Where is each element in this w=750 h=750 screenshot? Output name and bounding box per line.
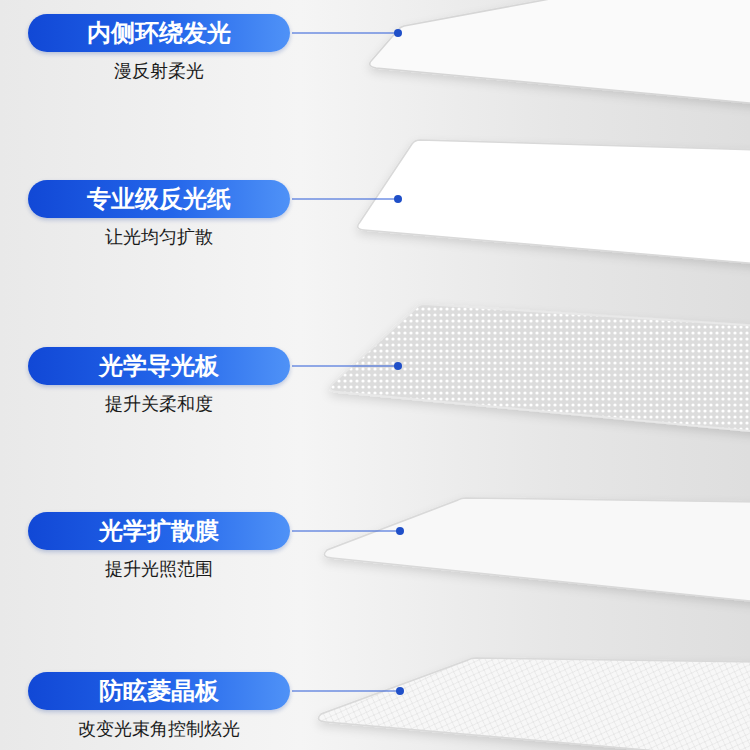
- panel-top: [370, 0, 750, 104]
- layer-description: 提升关柔和度: [28, 393, 290, 415]
- layer-name-pill: 防眩菱晶板: [28, 672, 290, 710]
- layer-callout: 光学扩散膜提升光照范围: [28, 512, 290, 580]
- leader-line: [292, 531, 400, 532]
- leader-dots: [394, 29, 404, 695]
- layer-name-pill: 专业级反光纸: [28, 180, 290, 218]
- panel-prism: [318, 658, 750, 750]
- leader-line: [292, 691, 400, 692]
- panel-reflector: [358, 140, 750, 264]
- leader-lines: [292, 33, 400, 691]
- leader-dot: [394, 362, 402, 370]
- layer-name-pill: 光学导光板: [28, 347, 290, 385]
- layer-description: 提升光照范围: [28, 558, 290, 580]
- layer-callout: 光学导光板提升关柔和度: [28, 347, 290, 415]
- layer-callout: 防眩菱晶板改变光束角控制炫光: [28, 672, 290, 740]
- leader-line: [292, 199, 398, 200]
- panel-lightguide: [330, 304, 750, 432]
- layer-name-pill: 内侧环绕发光: [28, 14, 290, 52]
- leader-dot: [396, 527, 404, 535]
- leader-line: [292, 366, 398, 367]
- layer-description: 漫反射柔光: [28, 60, 290, 82]
- layer-description: 让光均匀扩散: [28, 226, 290, 248]
- panel-diffuser: [324, 498, 750, 602]
- panel-group: [318, 0, 750, 750]
- layer-callout: 专业级反光纸让光均匀扩散: [28, 180, 290, 248]
- leader-dot: [396, 687, 404, 695]
- layer-callout: 内侧环绕发光漫反射柔光: [28, 14, 290, 82]
- layer-name-pill: 光学扩散膜: [28, 512, 290, 550]
- leader-dot: [394, 195, 402, 203]
- layer-description: 改变光束角控制炫光: [28, 718, 290, 740]
- leader-line: [292, 33, 398, 34]
- leader-dot: [394, 29, 402, 37]
